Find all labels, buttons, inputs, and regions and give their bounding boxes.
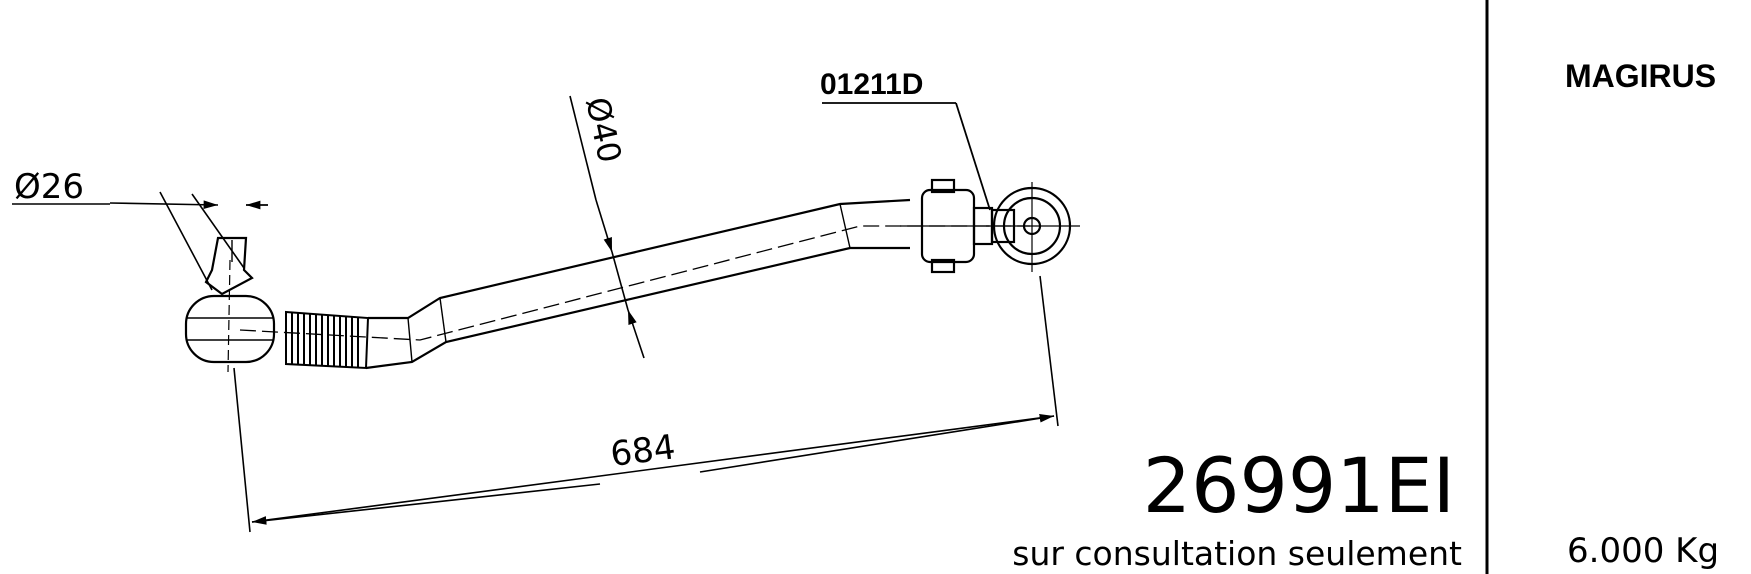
left-ball-joint [184, 236, 276, 373]
right-clamp [900, 178, 994, 274]
weight-value: 6.000 Kg [1567, 531, 1719, 571]
center-distance-label: 684 [608, 427, 677, 475]
ball-pin-diameter-label: Ø26 [14, 167, 84, 207]
availability-note: sur consultation seulement [1012, 534, 1462, 573]
reference-code: 01211D [820, 68, 923, 101]
reference-leader [822, 102, 991, 211]
part-number: 26991EI [1143, 441, 1455, 530]
brand-name: MAGIRUS [1565, 58, 1716, 94]
tube-diameter-dimension [569, 95, 645, 359]
threaded-section [285, 310, 370, 370]
right-ball-joint [986, 182, 1080, 272]
center-distance-dimension [233, 275, 1059, 533]
tube-diameter-label: Ø40 [578, 94, 629, 166]
ball-pin-diameter-dimension [12, 191, 268, 291]
